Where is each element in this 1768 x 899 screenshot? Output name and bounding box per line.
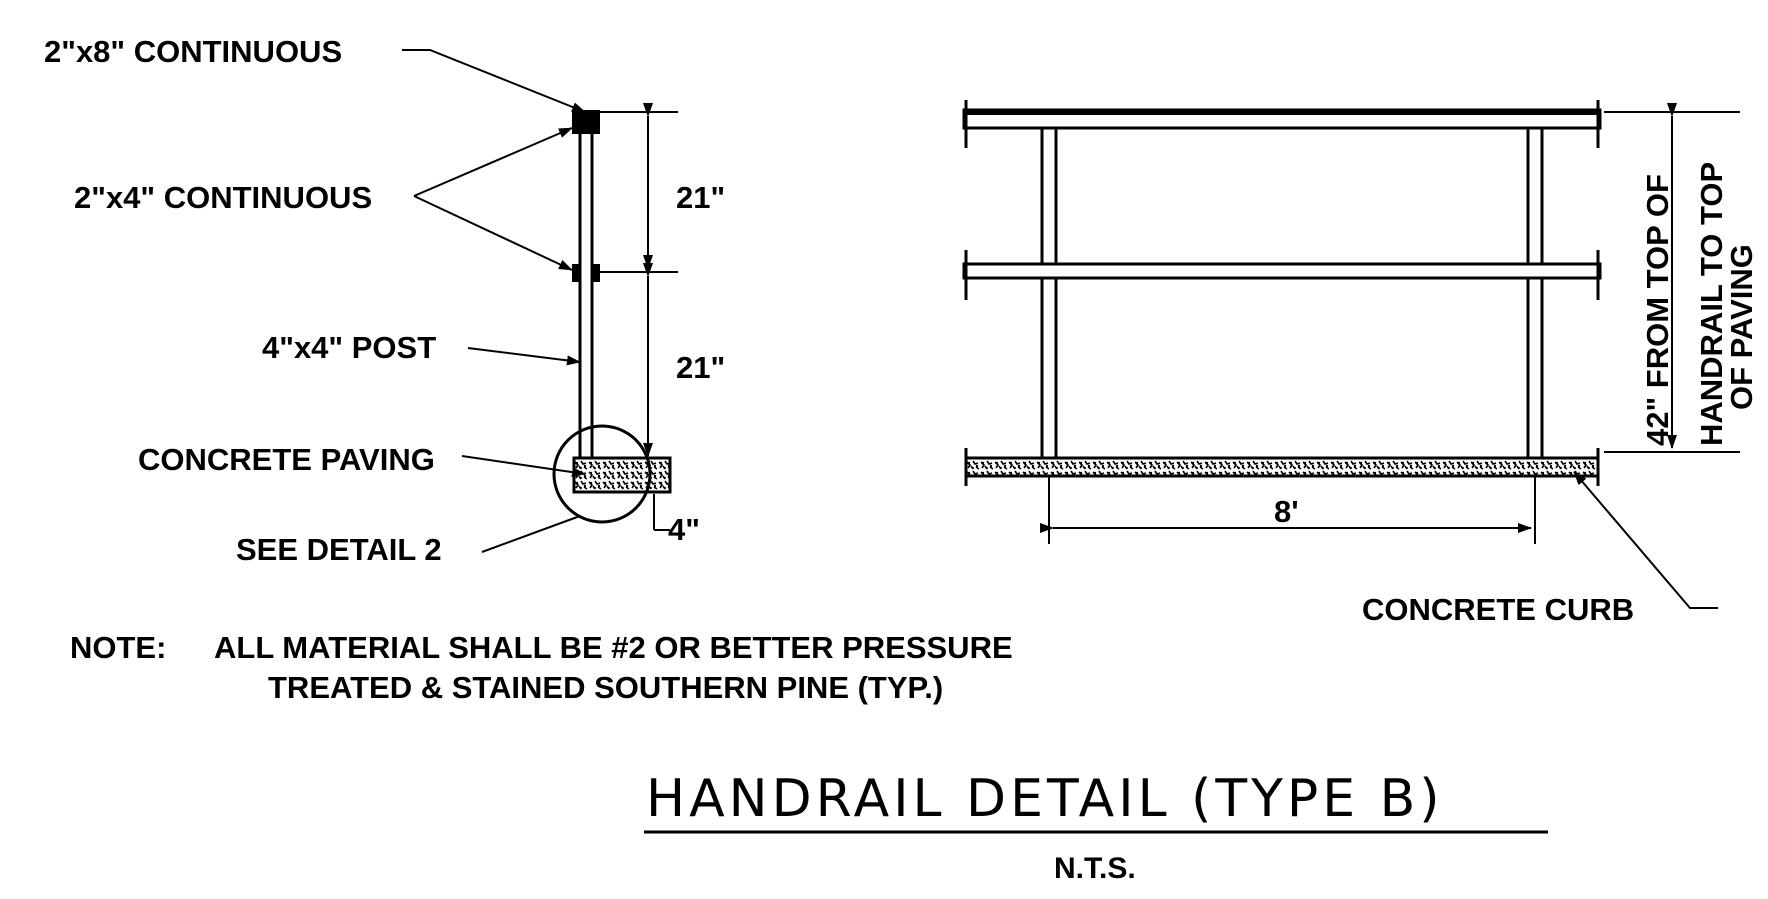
leader-post: [467, 347, 581, 366]
leader-curb: [1573, 471, 1718, 609]
mid-rail-section-right: [592, 264, 600, 282]
label-paving: CONCRETE PAVING: [138, 442, 435, 477]
dim-lower-text: 21": [676, 350, 725, 385]
dim-42-text-group-2: HANDRAIL TO TOP: [1694, 162, 1729, 446]
elevation-mid-rail: [962, 262, 1602, 280]
mid-rail-section-left: [572, 264, 580, 282]
title-block: HANDRAIL DETAIL (TYPE B) N.T.S.: [644, 769, 1548, 885]
dim-slab-text: 4": [668, 512, 700, 547]
dim-8ft-text: 8': [1274, 494, 1299, 529]
elevation-view: 8' 42" FROM TOP OF HANDRAIL TO TOP OF PA…: [962, 100, 1759, 627]
section-view: 2"x8" CONTINUOUS 2"x4" CONTINUOUS 4"x4" …: [44, 34, 725, 567]
label-top-rail: 2"x8" CONTINUOUS: [44, 34, 342, 69]
label-see-detail: SEE DETAIL 2: [236, 532, 442, 567]
post-section: [578, 110, 594, 466]
leader-top-rail: [402, 49, 586, 113]
leader-mid-rail-b: [413, 195, 573, 271]
note-prefix: NOTE:: [70, 630, 166, 665]
leader-see-detail: [481, 515, 581, 553]
dim-42-text-group: 42" FROM TOP OF: [1640, 174, 1675, 446]
concrete-curb-elevation: [964, 456, 1600, 478]
note-line2: TREATED & STAINED SOUTHERN PINE (TYP.): [268, 670, 943, 705]
dim-upper-text: 21": [676, 180, 725, 215]
leader-paving: [461, 455, 586, 478]
dim-42-text-group-3: OF PAVING: [1724, 244, 1759, 410]
leader-mid-rail-a: [413, 127, 573, 197]
note-line1: ALL MATERIAL SHALL BE #2 OR BETTER PRESS…: [214, 630, 1013, 665]
detail-2-circle: [552, 424, 652, 524]
scale-note: N.T.S.: [1054, 852, 1136, 885]
top-rail-section: [572, 110, 600, 134]
label-mid-rail: 2"x4" CONTINUOUS: [74, 180, 372, 215]
elevation-post-right: [1526, 122, 1544, 462]
label-curb: CONCRETE CURB: [1362, 592, 1634, 627]
label-post: 4"x4" POST: [262, 330, 436, 365]
drawing-title: HANDRAIL DETAIL (TYPE B): [646, 769, 1444, 829]
material-note: NOTE: ALL MATERIAL SHALL BE #2 OR BETTER…: [70, 630, 1013, 705]
concrete-paving-section: [572, 456, 672, 494]
dim-42-text-line1: 42" FROM TOP OF: [1640, 174, 1675, 446]
dim-42-text-line2: HANDRAIL TO TOP: [1694, 162, 1729, 446]
dim-42-text-line3: OF PAVING: [1724, 244, 1759, 410]
elevation-post-left: [1040, 122, 1058, 462]
